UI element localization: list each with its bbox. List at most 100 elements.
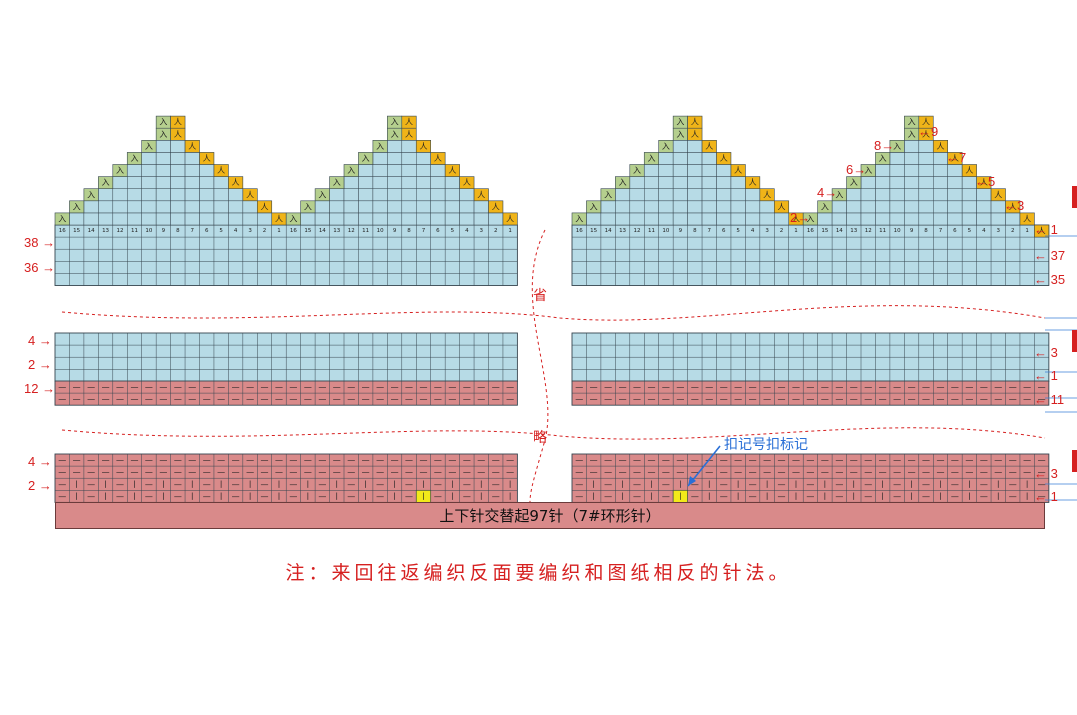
stitch-symbol: — (376, 468, 384, 477)
triangle-cell (242, 212, 258, 226)
triangle-cell (387, 176, 403, 189)
triangle-cell (170, 212, 186, 226)
stitch-symbol: — (980, 480, 988, 489)
stitch-symbol: 丨 (448, 492, 456, 501)
decrease-cell-left (875, 152, 891, 165)
stitch-symbol: — (188, 395, 196, 404)
decrease-symbol: 人 (419, 142, 427, 151)
triangle-cell (184, 200, 200, 214)
triangle-cell (629, 200, 645, 214)
stitch-symbol: 丨 (590, 480, 598, 489)
stitch-symbol: — (590, 456, 598, 465)
stitch-symbol: — (763, 456, 771, 465)
stitch-symbol: — (333, 383, 341, 392)
stitch-symbol: — (275, 395, 283, 404)
decrease-symbol: 人 (261, 202, 269, 211)
decrease-symbol: 入 (879, 154, 887, 163)
stitch-symbol: — (619, 395, 627, 404)
stitch-symbol: — (261, 468, 269, 477)
stitch-symbol: — (965, 383, 973, 392)
decrease-symbol: 入 (619, 178, 627, 187)
triangle-cell (127, 176, 142, 189)
stitch-symbol: — (734, 395, 742, 404)
triangle-cell (889, 152, 905, 165)
stitch-symbol: — (434, 480, 442, 489)
triangle-cell (358, 212, 374, 226)
stitch-symbol: 丨 (275, 480, 283, 489)
stitch-symbol: — (893, 480, 901, 489)
triangle-cell (644, 212, 659, 226)
triangle-cell (401, 152, 417, 165)
triangle-cell (372, 152, 388, 165)
row-label-r1-lower: ← 1 (1034, 489, 1058, 504)
stitch-symbol: — (289, 480, 297, 489)
triangle-cell (199, 188, 215, 202)
stitch-symbol: — (203, 480, 211, 489)
stitch-symbol: 丨 (619, 480, 627, 489)
stitch-symbol: 丨 (333, 480, 341, 489)
triangle-cell (430, 164, 446, 177)
stitch-number: 6 (205, 228, 209, 234)
triangle-cell (701, 200, 717, 214)
stitch-symbol: — (405, 480, 413, 489)
triangle-cell (387, 152, 403, 165)
stitch-number: 10 (894, 228, 901, 234)
stitch-symbol: 丨 (304, 492, 312, 501)
decrease-cell-left (285, 212, 301, 226)
decrease-symbol: 入 (318, 190, 326, 199)
stitch-symbol: — (647, 395, 655, 404)
triangle-cell (170, 164, 186, 177)
decrease-cell-left (83, 188, 99, 202)
decrease-symbol: 入 (893, 142, 901, 151)
stitch-symbol: — (333, 456, 341, 465)
triangle-cell (687, 176, 703, 189)
stitch-symbol: — (806, 480, 814, 489)
stitch-symbol: — (1023, 456, 1031, 465)
triangle-cell (141, 152, 157, 165)
stitch-symbol: 丨 (965, 480, 973, 489)
triangle-cell (184, 212, 200, 226)
stitch-symbol: — (87, 395, 95, 404)
row-label-36: 36 → (24, 260, 56, 275)
triangle-cell (242, 200, 258, 214)
triangle-cell (358, 176, 374, 189)
stitch-symbol: — (261, 492, 269, 501)
decrease-symbol: 入 (662, 142, 670, 151)
row-label-r3-upper: ← 3 (1034, 345, 1058, 360)
decrease-symbol: 入 (159, 118, 167, 127)
row-label-r37: ← 37 (1034, 248, 1066, 263)
triangle-cell (918, 152, 934, 165)
decrease-cell-left (615, 176, 631, 190)
stitch-symbol: — (734, 456, 742, 465)
marker-arrowhead (688, 476, 696, 486)
triangle-cell (644, 188, 659, 202)
stitch-symbol: — (792, 383, 800, 392)
stitch-symbol: — (102, 383, 110, 392)
stitch-symbol: — (506, 383, 514, 392)
stitch-symbol: — (908, 456, 916, 465)
stitch-symbol: 丨 (647, 492, 655, 501)
stitch-symbol: — (835, 492, 843, 501)
stitch-symbol: — (720, 456, 728, 465)
decrease-cell-left (817, 200, 833, 214)
stitch-symbol: 丨 (850, 480, 858, 489)
stitch-number: 15 (821, 228, 828, 234)
stitch-number: 16 (59, 228, 66, 234)
omit-label-upper: 省 (533, 288, 547, 304)
stitch-number: 8 (407, 228, 411, 234)
stitch-number: 10 (145, 228, 152, 234)
stitch-symbol: — (806, 456, 814, 465)
stitch-number: 7 (708, 228, 712, 234)
decrease-symbol: 入 (73, 202, 81, 211)
decrease-symbol: 人 (734, 166, 742, 175)
decrease-symbol: 入 (391, 130, 399, 139)
triangle-cell (155, 200, 171, 214)
stitch-symbol: — (778, 383, 786, 392)
stitch-symbol: — (217, 456, 225, 465)
stitch-symbol: — (419, 468, 427, 477)
stitch-symbol: — (749, 383, 757, 392)
decrease-cell-right (444, 164, 460, 177)
row-label-4-upper: 4 → (28, 333, 52, 348)
stitch-symbol: — (246, 383, 254, 392)
